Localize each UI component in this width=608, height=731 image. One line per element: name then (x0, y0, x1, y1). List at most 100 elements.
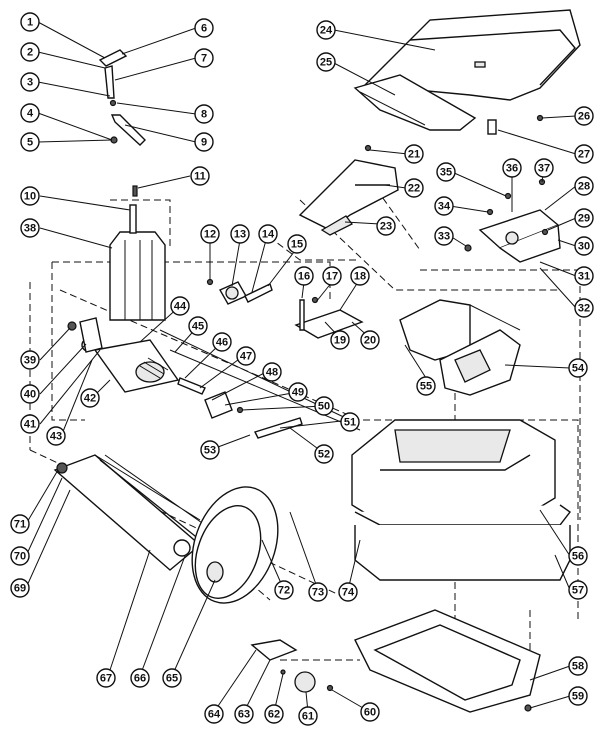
callout-label: 48 (266, 367, 278, 379)
callout-label: 31 (578, 271, 590, 283)
switch-bracket (464, 178, 561, 263)
callout-45: 45 (188, 316, 208, 336)
callout-bubble (188, 316, 208, 336)
callout-label: 64 (208, 709, 221, 721)
callout-label: 66 (134, 673, 146, 685)
callout-bubble (10, 546, 30, 566)
callout-label: 9 (201, 137, 207, 149)
callout-label: 42 (84, 393, 96, 405)
callout-55: 55 (416, 376, 436, 396)
callout-label: 11 (194, 171, 206, 183)
callout-41: 41 (20, 414, 40, 434)
callout-label: 22 (408, 183, 420, 195)
callout-leaders (25, 21, 577, 713)
callout-bubble (200, 224, 220, 244)
callout-bubble (434, 226, 454, 246)
callout-bubble (316, 52, 336, 72)
callout-54: 54 (568, 358, 588, 378)
callout-label: 33 (438, 231, 450, 243)
callout-49: 49 (288, 382, 308, 402)
callout-bubble (534, 158, 554, 178)
callout-label: 61 (302, 711, 314, 723)
callout-bubble (194, 48, 214, 68)
callout-53: 53 (200, 440, 220, 460)
callout-42: 42 (80, 388, 100, 408)
motor-housing (109, 185, 166, 321)
callout-bubble (316, 20, 336, 40)
callout-bubble (574, 236, 594, 256)
callout-label: 46 (216, 337, 228, 349)
callout-73: 73 (308, 582, 328, 602)
callout-43: 43 (46, 426, 66, 446)
callout-label: 3 (27, 77, 33, 89)
callout-71: 71 (10, 514, 30, 534)
callout-5: 5 (20, 132, 40, 152)
callout-label: 56 (572, 551, 584, 563)
pulley-parts (206, 278, 273, 305)
callout-bubble (308, 582, 328, 602)
callout-bubble (502, 158, 522, 178)
callout-26: 26 (574, 106, 594, 126)
top-cover (363, 9, 581, 101)
callout-12: 12 (200, 224, 220, 244)
callout-bubble (194, 104, 214, 124)
callout-32: 32 (574, 298, 594, 318)
callout-13: 13 (230, 224, 250, 244)
callout-label: 74 (342, 587, 355, 599)
fan-housing (399, 299, 521, 396)
callout-bubble (568, 358, 588, 378)
callout-8: 8 (194, 104, 214, 124)
callout-bubble (338, 582, 358, 602)
callout-66: 66 (130, 668, 150, 688)
callout-65: 65 (162, 668, 182, 688)
callout-label: 27 (578, 149, 590, 161)
callout-bubble (314, 396, 334, 416)
callout-label: 60 (364, 707, 376, 719)
callout-label: 55 (420, 381, 432, 393)
callout-label: 7 (201, 53, 207, 65)
callout-bubble (416, 376, 436, 396)
callout-7: 7 (194, 48, 214, 68)
callout-bubble (436, 162, 456, 182)
callout-label: 1 (27, 17, 33, 29)
callout-22: 22 (404, 178, 424, 198)
callout-label: 30 (578, 241, 590, 253)
callout-bubble (350, 266, 370, 286)
callout-bubble (20, 384, 40, 404)
callout-24: 24 (316, 20, 336, 40)
callout-label: 32 (578, 303, 590, 315)
callout-17: 17 (322, 266, 342, 286)
brush-roll (53, 454, 279, 604)
callout-bubble (20, 414, 40, 434)
callout-bubble (574, 106, 594, 126)
callout-bubble (262, 362, 282, 382)
callout-10: 10 (20, 186, 40, 206)
callout-bubble (360, 702, 380, 722)
callout-bubble (574, 176, 594, 196)
callout-bubble (10, 578, 30, 598)
callout-38: 38 (20, 218, 40, 238)
callout-label: 57 (572, 585, 584, 597)
callout-label: 8 (201, 109, 207, 121)
callout-27: 27 (574, 144, 594, 164)
callout-bubble (404, 178, 424, 198)
callout-label: 14 (262, 229, 275, 241)
callout-bubble (287, 234, 307, 254)
callout-64: 64 (204, 704, 224, 724)
callout-bubble (204, 704, 224, 724)
center-bracket (294, 296, 364, 339)
callout-bubble (80, 388, 100, 408)
callout-label: 19 (334, 335, 346, 347)
callout-bubble (568, 656, 588, 676)
callout-bubble (258, 224, 278, 244)
callout-bubble (212, 332, 232, 352)
callout-label: 69 (14, 583, 26, 595)
callout-label: 44 (174, 301, 187, 313)
callout-bubble (20, 218, 40, 238)
callout-2: 2 (20, 42, 40, 62)
callout-label: 51 (344, 417, 356, 429)
callout-label: 6 (201, 23, 207, 35)
callout-label: 15 (291, 239, 303, 251)
motor-cover (298, 144, 399, 236)
